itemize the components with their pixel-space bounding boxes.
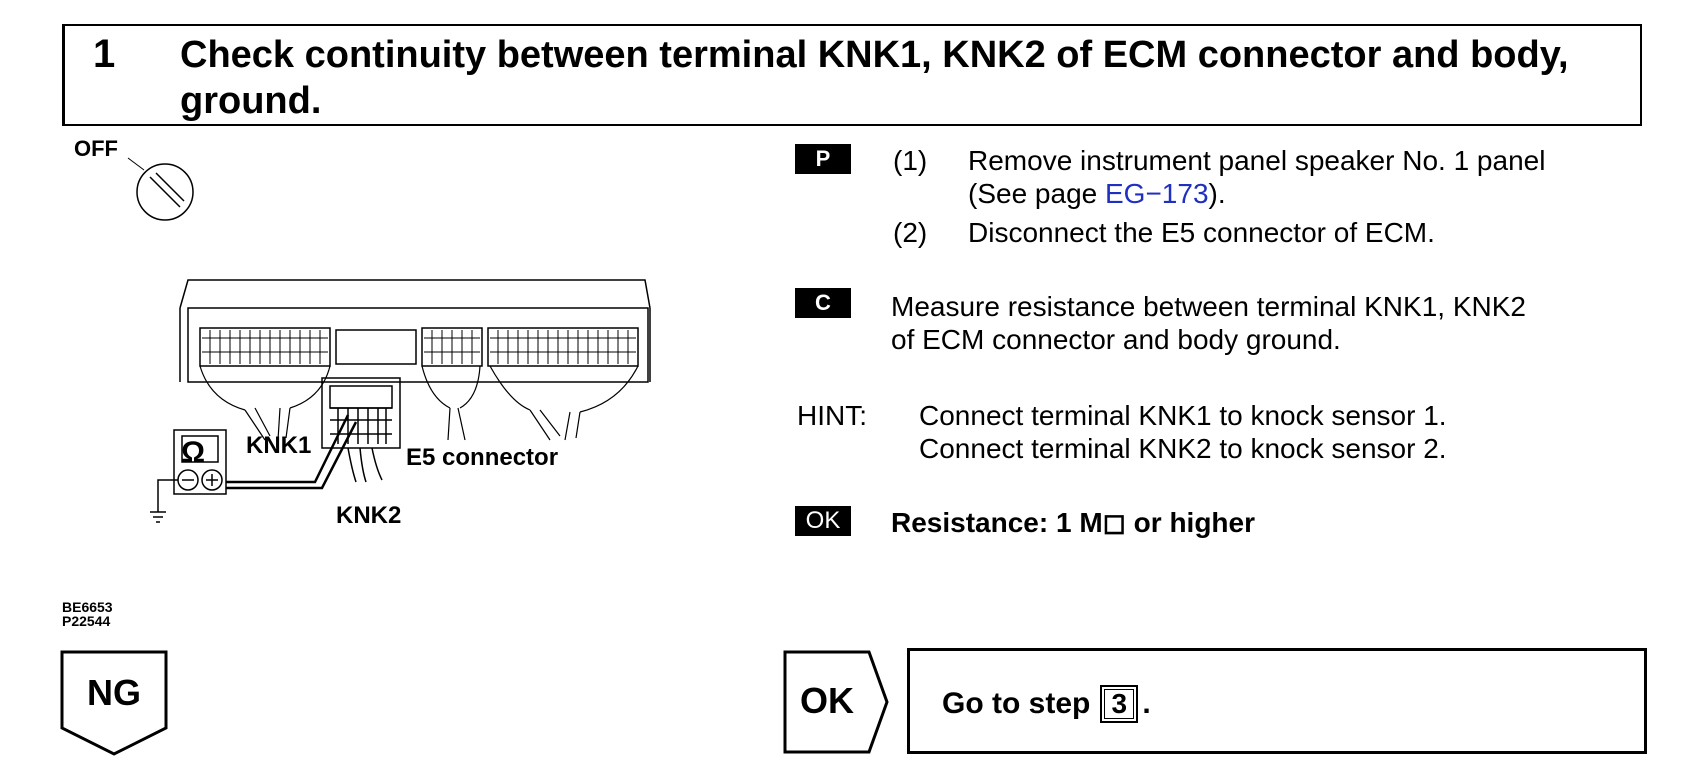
ohmmeter-icon <box>150 429 227 523</box>
step-1-ref: (See page EG−173). <box>968 177 1226 210</box>
step-3-link[interactable]: 3 <box>1100 685 1139 723</box>
ng-arrow-icon <box>60 650 168 756</box>
wire-harnesses <box>199 365 639 441</box>
goto-suffix: . <box>1142 687 1151 720</box>
step-1-ref-pre: (See page <box>968 178 1105 209</box>
ng-label: NG <box>87 672 141 713</box>
step-header: 1 Check continuity between terminal KNK1… <box>62 24 1642 126</box>
measure-line-2: of ECM connector and body ground. <box>891 324 1341 355</box>
step-1-text: Remove instrument panel speaker No. 1 pa… <box>968 145 1546 176</box>
ecm-diagram <box>127 157 651 523</box>
figure-id-2: P22544 <box>62 613 111 629</box>
ignition-off-label: OFF <box>74 136 118 161</box>
measure-line-1: Measure resistance between terminal KNK1… <box>891 291 1526 322</box>
ok-arrow-icon <box>783 650 889 754</box>
ecm-unit <box>179 279 651 383</box>
ng-result-box: NG <box>60 650 168 758</box>
ohm-symbol: Ω <box>181 436 206 469</box>
knk1-label: KNK1 <box>246 432 312 459</box>
step-2-num: (2) <box>893 217 928 248</box>
ignition-key-icon <box>127 157 194 221</box>
figure-id-1: BE6653 <box>62 599 113 615</box>
ok-result-arrow: OK <box>783 650 893 754</box>
step-2-text: Disconnect the E5 connector of ECM. <box>968 217 1435 248</box>
knk2-label: KNK2 <box>336 502 402 529</box>
step-number: 1 <box>93 32 116 76</box>
goto-label: Go to step <box>942 687 1091 720</box>
ok-label: OK <box>800 680 854 721</box>
hint-line-1: Connect terminal KNK1 to knock sensor 1. <box>919 400 1447 431</box>
step-title: Check continuity between terminal KNK1, … <box>180 34 1569 122</box>
goto-step-box[interactable]: Go to step 3. <box>907 648 1647 754</box>
goto-text: Go to step 3. <box>942 685 1151 723</box>
hint-label: HINT: <box>797 400 867 431</box>
ok-badge: OK <box>795 506 851 536</box>
resistance-spec: Resistance: 1 M◻ or higher <box>891 507 1255 538</box>
test-leads <box>226 414 358 490</box>
step-1-num: (1) <box>893 145 928 176</box>
hint-line-2: Connect terminal KNK2 to knock sensor 2. <box>919 433 1447 464</box>
page-link-eg173[interactable]: EG−173 <box>1105 178 1209 209</box>
e5-connector-label: E5 connector <box>406 444 559 471</box>
e5-connector <box>321 377 401 483</box>
c-badge: C <box>795 288 851 318</box>
connector-pins <box>202 330 636 364</box>
step-1-ref-post: ). <box>1208 178 1226 209</box>
ecm-illustration: OFF Ω KNK1 E5 connector KNK2 <box>60 136 700 610</box>
p-badge: P <box>795 144 851 174</box>
